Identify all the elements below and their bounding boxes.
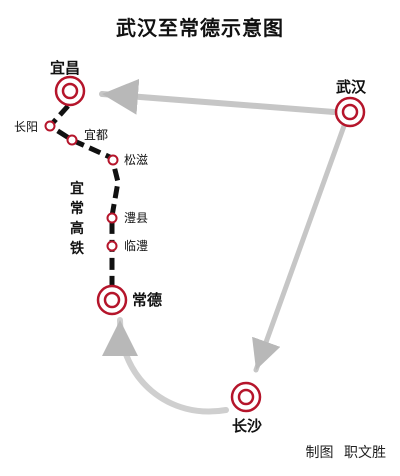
credit-label: 制图	[305, 445, 334, 461]
rail-label-char: 宜	[70, 180, 84, 197]
arrow-changsha-to-changde	[102, 317, 229, 415]
stop-yidu[interactable]	[66, 134, 78, 146]
rail-label-char: 铁	[70, 240, 84, 257]
stop-changyang[interactable]	[44, 120, 56, 132]
rail-line-yichang-changde	[46, 104, 121, 294]
label-changde: 常德	[132, 291, 162, 309]
station-yichang[interactable]	[54, 75, 86, 107]
stop-songzi[interactable]	[107, 154, 119, 166]
rail-label-char: 高	[70, 220, 84, 237]
station-changsha[interactable]	[230, 381, 262, 413]
rail-name-label: 宜 常 高 铁	[70, 180, 84, 257]
credit-line: 制图 职文胜	[300, 442, 386, 462]
arrow-wuhan-to-yichang	[99, 78, 337, 115]
map-title: 武汉至常德示意图	[116, 16, 284, 40]
label-changyang: 长阳	[14, 120, 38, 134]
label-yichang: 宜昌	[50, 59, 80, 77]
rail-line-group	[46, 104, 121, 294]
label-songzi: 松滋	[124, 153, 148, 167]
rail-label-char: 常	[70, 200, 84, 217]
arrows-group	[99, 78, 347, 415]
arrow-wuhan-to-changsha	[252, 123, 347, 373]
credit-author: 职文胜	[344, 445, 386, 461]
station-changde[interactable]	[96, 284, 128, 316]
stop-lixian[interactable]	[106, 212, 118, 224]
label-changsha: 长沙	[232, 417, 262, 435]
label-wuhan: 武汉	[336, 78, 367, 96]
stop-linli[interactable]	[106, 240, 118, 252]
label-lixian: 澧县	[124, 211, 148, 225]
label-yidu: 宜都	[84, 127, 108, 142]
station-wuhan[interactable]	[334, 96, 366, 128]
label-linli: 临澧	[124, 239, 148, 253]
